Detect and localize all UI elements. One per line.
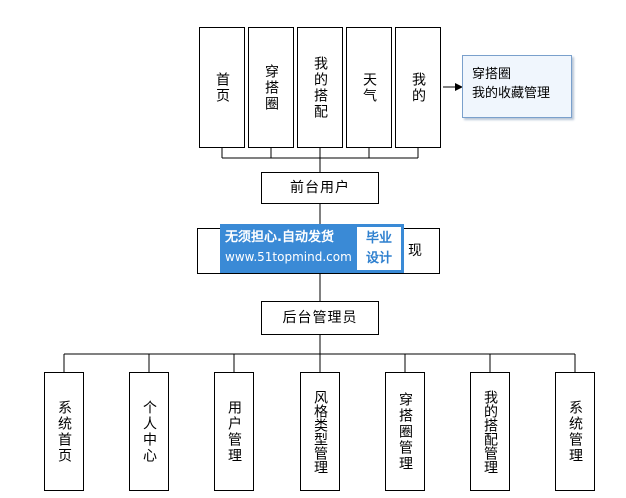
bottom-item-my-outfits-management: 我的搭配管理 — [470, 372, 510, 491]
bottom-item-style-type-management: 风格类型管理 — [300, 372, 340, 491]
watermark-banner: 无须担心.自动发货 www.51topmind.com 毕业 设计 — [220, 224, 404, 273]
top-item-outfit-circle: 穿搭圈 — [248, 27, 294, 148]
top-item-label: 我的搭配 — [312, 55, 328, 120]
mine-note: 穿搭圈 我的收藏管理 — [462, 55, 572, 118]
top-item-home: 首页 — [199, 27, 245, 148]
top-item-weather: 天气 — [346, 27, 392, 148]
top-item-label: 天气 — [361, 71, 377, 104]
note-line: 我的收藏管理 — [472, 86, 551, 101]
bottom-item-label: 用户管理 — [226, 399, 242, 464]
top-item-mine: 我的 — [395, 27, 441, 148]
front-user-label: 前台用户 — [290, 180, 350, 196]
admin-box: 后台管理员 — [261, 301, 379, 335]
front-user-box: 前台用户 — [261, 172, 379, 204]
watermark-line1: 无须担心.自动发货 — [225, 230, 334, 245]
bottom-item-outfit-circle-management: 穿搭圈管理 — [385, 372, 425, 491]
bottom-item-user-management: 用户管理 — [214, 372, 254, 491]
top-item-label: 穿搭圈 — [263, 63, 279, 112]
bottom-item-label: 穿搭圈管理 — [397, 391, 413, 472]
system-box-visible-text: 现 — [408, 243, 422, 259]
watermark-line2: www.51topmind.com — [225, 250, 352, 264]
note-line: 穿搭圈 — [472, 67, 512, 82]
top-item-label: 我的 — [410, 71, 426, 104]
bottom-item-personal-center: 个人中心 — [129, 372, 169, 491]
watermark-badge-line: 设计 — [365, 250, 392, 266]
bottom-item-system-home: 系统首页 — [44, 372, 84, 491]
watermark-text: 无须担心.自动发货 www.51topmind.com — [220, 224, 357, 273]
bottom-item-label: 风格类型管理 — [312, 389, 328, 474]
bottom-item-label: 我的搭配管理 — [482, 389, 498, 474]
bottom-item-system-management: 系统管理 — [555, 372, 595, 491]
admin-label: 后台管理员 — [282, 310, 358, 326]
top-item-label: 首页 — [214, 71, 230, 104]
bottom-item-label: 系统首页 — [56, 399, 72, 464]
top-item-my-outfits: 我的搭配 — [297, 27, 343, 148]
bottom-item-label: 系统管理 — [567, 399, 583, 464]
watermark-badge-line: 毕业 — [365, 230, 392, 246]
bottom-item-label: 个人中心 — [141, 399, 157, 464]
watermark-badge: 毕业 设计 — [357, 227, 401, 270]
